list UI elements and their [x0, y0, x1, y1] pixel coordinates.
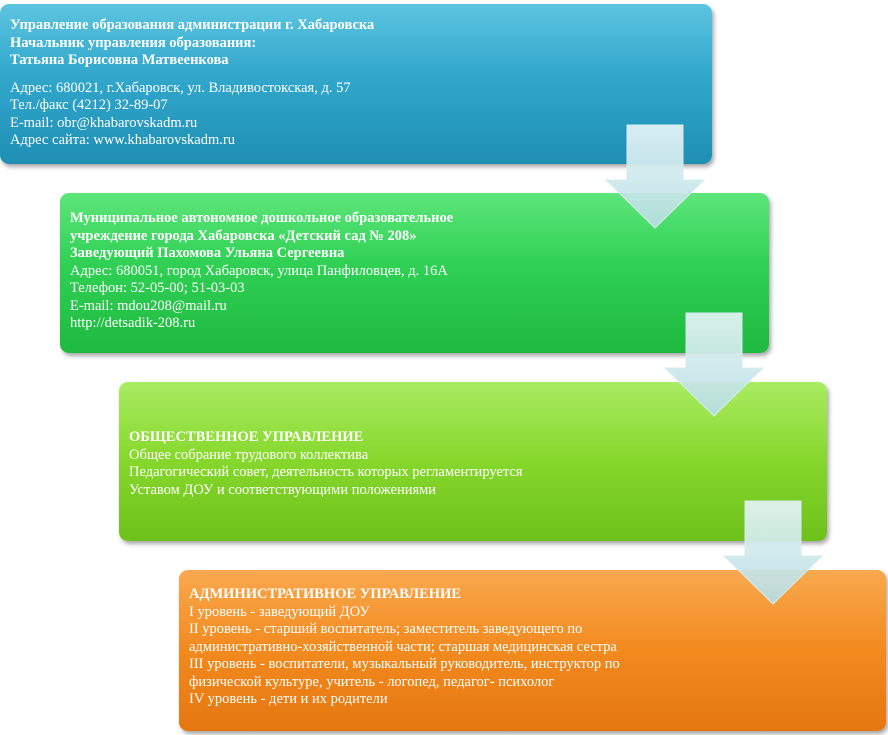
box1-heading-line: Начальник управления образования:	[10, 34, 257, 51]
box4-heading: АДМИНИСТРАТИВНОЕ УПРАВЛЕНИЕ	[189, 586, 462, 602]
box3-body-line: Общее собрание трудового коллектива	[129, 446, 369, 463]
box1-heading-line: Управление образования администрации г. …	[10, 17, 375, 33]
box1-email: E-mail: obr@khabarovskadm.ru	[10, 114, 198, 131]
administration-box: Управление образования администрации г. …	[0, 4, 712, 164]
arrow-down-icon	[723, 500, 823, 605]
box2-email: E-mail: mdou208@mail.ru	[70, 297, 227, 314]
box4-body-line: IV уровень - дети и их родители	[189, 691, 388, 707]
box3-body-line: Уставом ДОУ и соответствующими положения…	[129, 481, 437, 498]
box4-body-line: административно-хозяйственной части; ста…	[189, 638, 617, 655]
box2-heading-line: Муниципальное автономное дошкольное обра…	[70, 210, 454, 226]
box3-body-line: Педагогический совет, деятельность котор…	[129, 464, 523, 480]
box2-heading-line: учреждение города Хабаровска «Детский са…	[70, 227, 417, 244]
box4-body-line: III уровень - воспитатели, музыкальный р…	[189, 656, 620, 672]
arrow-down-icon	[664, 312, 764, 417]
box1-heading-line: Татьяна Борисовна Матвеенкова	[10, 52, 229, 68]
box2-heading-line: Заведующий Пахомова Ульяна Сергеевна	[70, 245, 345, 261]
box2-phone: Телефон: 52-05-00; 51-03-03	[70, 280, 245, 296]
box1-address: Адрес: 680021, г.Хабаровск, ул. Владивос…	[10, 79, 351, 96]
box2-address: Адрес: 680051, город Хабаровск, улица Па…	[70, 262, 448, 279]
box1-phone: Тел./факс (4212) 32-89-07	[10, 97, 168, 113]
box4-body-line: II уровень - старший воспитатель; замест…	[189, 621, 583, 637]
arrow-down-icon	[605, 124, 705, 229]
box2-website: http://detsadik-208.ru	[70, 315, 196, 331]
box3-heading: ОБЩЕСТВЕННОЕ УПРАВЛЕНИЕ	[129, 429, 364, 445]
box4-body-line: I уровень - заведующий ДОУ	[189, 603, 370, 620]
box4-body-line: физической культуре, учитель - логопед, …	[189, 673, 555, 690]
box1-website: Адрес сайта: www.khabarovskadm.ru	[10, 132, 235, 148]
